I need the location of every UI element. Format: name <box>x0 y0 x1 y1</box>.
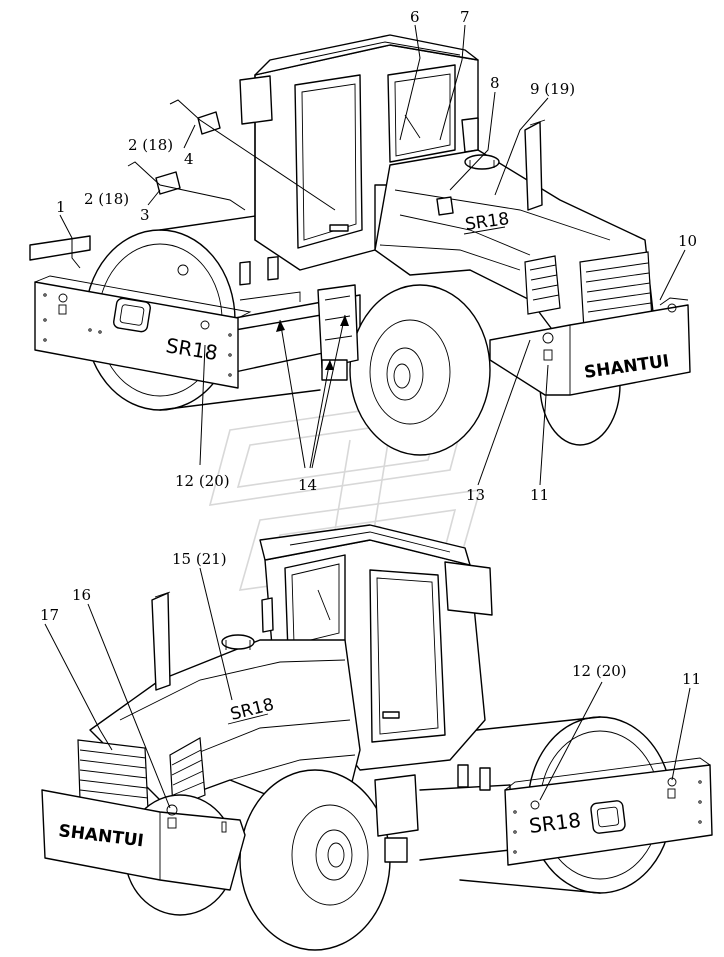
callout-7: 7 <box>460 8 470 26</box>
bottom-rear-bumper: SHANTUI <box>41 789 246 891</box>
callout-2b: 2 (18) <box>84 190 129 208</box>
callout-1: 1 <box>56 198 66 216</box>
callout-12-top: 12 (20) <box>175 472 230 490</box>
leader-lines <box>44 24 691 809</box>
callout-labels: 1 2 (18) 2 (18) 3 4 6 7 8 9 (19) 10 11 1… <box>40 8 701 688</box>
callout-6: 6 <box>410 8 420 26</box>
callout-15: 15 (21) <box>172 550 227 568</box>
callout-14: 14 <box>298 476 317 494</box>
decal-4 <box>197 111 221 135</box>
callout-12-bottom: 12 (20) <box>572 662 627 680</box>
callout-13: 13 <box>466 486 485 504</box>
top-cab <box>239 34 479 271</box>
callout-3: 3 <box>140 206 150 224</box>
callout-4: 4 <box>184 150 194 168</box>
roller-top-view: SR18 <box>34 34 691 456</box>
top-front-bumper: SR18 <box>34 275 252 389</box>
callout-2a: 2 (18) <box>128 136 173 154</box>
callout-11-bottom: 11 <box>682 670 701 688</box>
decal-1 <box>29 235 91 261</box>
callout-8: 8 <box>490 74 500 92</box>
top-hood: SR18 <box>374 119 656 341</box>
roller-bottom-view: SR18 <box>41 524 713 951</box>
bottom-front-bumper: SR18 <box>504 757 713 866</box>
callout-17: 17 <box>40 606 59 624</box>
bottom-cab <box>259 524 493 771</box>
callout-11-top: 11 <box>530 486 549 504</box>
callout-10: 10 <box>678 232 697 250</box>
bottom-hood: SR18 <box>77 591 361 811</box>
callout-9: 9 (19) <box>530 80 575 98</box>
top-rear-bumper: SHANTUI <box>489 297 691 396</box>
callout-16: 16 <box>72 586 91 604</box>
